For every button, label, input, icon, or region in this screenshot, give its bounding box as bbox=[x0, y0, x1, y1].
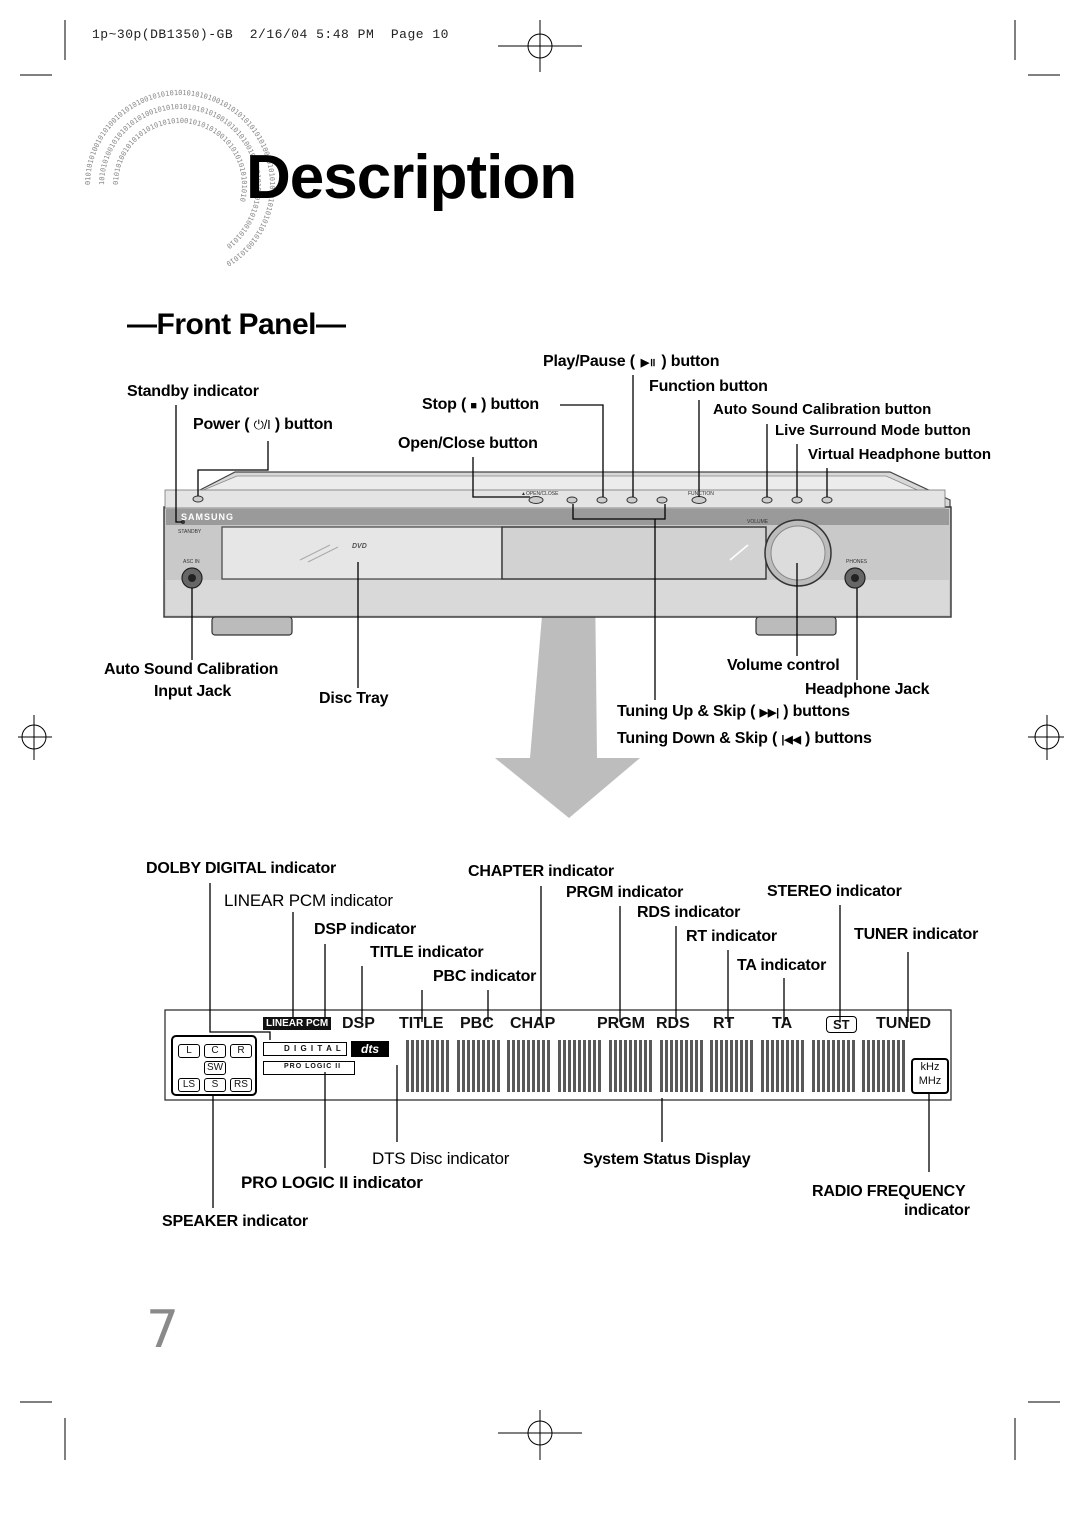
label-open-close: Open/Close button bbox=[398, 435, 538, 452]
vfd-radio-frequency: kHz MHz bbox=[911, 1058, 949, 1094]
skip-back-icon: |◀◀ bbox=[781, 734, 801, 746]
standby-text: STANDBY bbox=[178, 529, 202, 535]
label-dsp: DSP indicator bbox=[314, 921, 417, 938]
label-radio-frequency-1: RADIO FREQUENCY bbox=[812, 1183, 966, 1200]
vfd-dolby-digital: D I G I T A L bbox=[263, 1042, 347, 1056]
label-system-status: System Status Display bbox=[583, 1151, 751, 1168]
label-play-pause: Play/Pause ( ▶॥ ) button bbox=[543, 353, 720, 370]
label-title: TITLE indicator bbox=[370, 944, 484, 961]
label-radio-frequency-2: indicator bbox=[904, 1202, 970, 1219]
label-live-surround: Live Surround Mode button bbox=[775, 422, 971, 439]
vfd-rds: RDS bbox=[656, 1015, 690, 1032]
label-tuner: TUNER indicator bbox=[854, 926, 979, 943]
down-arrow bbox=[495, 580, 640, 818]
label-dts-disc: DTS Disc indicator bbox=[372, 1149, 510, 1168]
label-prgm: PRGM indicator bbox=[566, 884, 684, 901]
play-pause-icon: ▶॥ bbox=[640, 357, 656, 369]
label-power: Power ( ⏻/I ) button bbox=[193, 416, 333, 433]
vfd-st: ST bbox=[826, 1016, 857, 1033]
vfd-prgm: PRGM bbox=[597, 1015, 645, 1032]
vfd-pbc: PBC bbox=[460, 1015, 494, 1032]
dvd-logo: DVD bbox=[352, 543, 367, 550]
vfd-title: TITLE bbox=[399, 1015, 444, 1032]
label-pbc: PBC indicator bbox=[433, 968, 537, 985]
label-function-button: Function button bbox=[649, 378, 768, 395]
label-ta: TA indicator bbox=[737, 957, 827, 974]
stop-icon: ■ bbox=[470, 400, 477, 412]
label-asc-input-jack-2: Input Jack bbox=[154, 683, 232, 700]
brand-logo: SAMSUNG bbox=[181, 512, 234, 522]
spk-c: C bbox=[204, 1044, 226, 1058]
vfd-pro-logic: PRO LOGIC II bbox=[263, 1061, 355, 1075]
power-icon: ⏻/I bbox=[253, 417, 271, 432]
label-stop: Stop ( ■ ) button bbox=[422, 396, 540, 413]
spk-r: R bbox=[230, 1044, 252, 1058]
label-disc-tray: Disc Tray bbox=[319, 690, 389, 707]
section-heading: —Front Panel— bbox=[127, 308, 346, 341]
label-asc-button: Auto Sound Calibration button bbox=[713, 401, 932, 418]
vfd-dsp: DSP bbox=[342, 1015, 375, 1032]
spk-s: S bbox=[204, 1078, 226, 1092]
open-close-text: ▲OPEN/CLOSE bbox=[521, 491, 559, 497]
vfd-ta: TA bbox=[772, 1015, 793, 1032]
skip-forward-icon: ▶▶| bbox=[759, 707, 780, 719]
system-status-display bbox=[406, 1040, 907, 1092]
print-header: 1p~30p(DB1350)-GB 2/16/04 5:48 PM Page 1… bbox=[92, 27, 449, 42]
label-headphone-jack: Headphone Jack bbox=[805, 681, 930, 698]
label-speaker: SPEAKER indicator bbox=[162, 1213, 308, 1230]
label-rt: RT indicator bbox=[686, 928, 777, 945]
label-virtual-headphone: Virtual Headphone button bbox=[808, 446, 992, 463]
label-pro-logic: PRO LOGIC II indicator bbox=[241, 1173, 423, 1192]
volume-text: VOLUME bbox=[747, 519, 769, 525]
vfd-dts-logo: dts bbox=[351, 1041, 389, 1057]
label-tuning-up: Tuning Up & Skip ( ▶▶| ) buttons bbox=[617, 703, 850, 720]
page-number: 7 bbox=[146, 1300, 180, 1360]
spk-rs: RS bbox=[230, 1078, 252, 1092]
spk-l: L bbox=[178, 1044, 200, 1058]
page-title: Description bbox=[246, 143, 577, 212]
vfd-rt: RT bbox=[713, 1015, 735, 1032]
label-dolby-digital: DOLBY DIGITAL indicator bbox=[146, 860, 337, 877]
function-text: FUNCTION bbox=[688, 491, 714, 497]
spk-ls: LS bbox=[178, 1078, 200, 1092]
binary-swirl-decoration: 0101010100101010010101010010101010101010… bbox=[84, 89, 276, 268]
vfd-chap: CHAP bbox=[510, 1015, 556, 1032]
label-volume-control: Volume control bbox=[727, 657, 840, 674]
label-standby-indicator: Standby indicator bbox=[127, 383, 259, 400]
label-stereo: STEREO indicator bbox=[767, 883, 902, 900]
label-rds: RDS indicator bbox=[637, 904, 741, 921]
vfd-linear-pcm: LINEAR PCM bbox=[263, 1017, 332, 1030]
label-tuning-down: Tuning Down & Skip ( |◀◀ ) buttons bbox=[617, 730, 872, 747]
label-linear-pcm: LINEAR PCM indicator bbox=[224, 891, 393, 910]
phones-text: PHONES bbox=[846, 559, 868, 565]
label-asc-input-jack-1: Auto Sound Calibration bbox=[104, 661, 279, 678]
label-chapter: CHAPTER indicator bbox=[468, 863, 614, 880]
asc-in-text: ASC IN bbox=[183, 559, 200, 565]
spk-sw: SW bbox=[204, 1061, 226, 1075]
vfd-tuned: TUNED bbox=[876, 1015, 932, 1032]
